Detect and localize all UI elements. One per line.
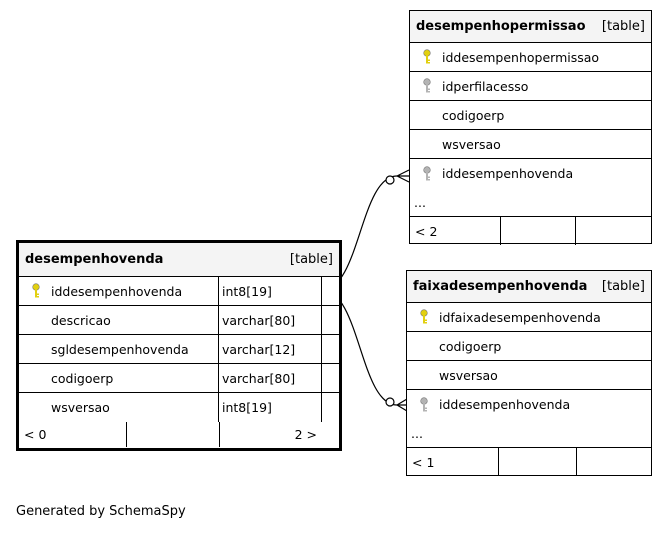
table-header: faixadesempenhovenda [table] <box>407 271 651 303</box>
foreign-key-icon <box>418 165 436 182</box>
column-name: sgldesempenhovenda <box>51 341 189 357</box>
column-name: codigoerp <box>439 338 502 354</box>
column-extra <box>321 335 339 363</box>
column-cell: iddesempenhovenda <box>407 390 651 419</box>
column-type: int8[19] <box>218 277 321 305</box>
footer-blank <box>576 448 651 476</box>
parents-count[interactable]: < 1 <box>412 454 435 470</box>
footer-blank <box>500 217 575 245</box>
column-row[interactable]: idfaixadesempenhovenda <box>407 303 651 332</box>
column-row[interactable]: sgldesempenhovenda varchar[12] <box>19 335 339 364</box>
column-name: descricao <box>51 312 111 328</box>
key-icon <box>418 49 436 65</box>
column-row[interactable]: codigoerp <box>410 101 651 130</box>
column-cell: idfaixadesempenhovenda <box>407 303 651 331</box>
column-name: iddesempenhopermissao <box>442 49 600 65</box>
children-count[interactable]: 2 > <box>219 422 322 447</box>
column-cell: codigoerp <box>407 332 651 360</box>
table-kind: [table] <box>601 19 645 34</box>
table-footer: < 2 <box>410 217 651 245</box>
column-cell: codigoerp <box>19 364 218 392</box>
table-name[interactable]: desempenhovenda <box>25 252 164 267</box>
column-cell: iddesempenhovenda <box>19 277 218 305</box>
column-name: codigoerp <box>442 107 505 123</box>
column-row[interactable]: wsversao int8[19] <box>19 393 339 422</box>
parents-count[interactable]: < 0 <box>24 427 47 442</box>
footer-blank <box>498 448 576 476</box>
column-name: wsversao <box>439 367 498 383</box>
column-row[interactable]: iddesempenhovenda <box>407 390 651 419</box>
column-cell: codigoerp <box>410 101 651 129</box>
table-name[interactable]: faixadesempenhovenda <box>413 279 588 294</box>
column-name: wsversao <box>51 400 110 415</box>
relationship-end-circle <box>385 175 395 185</box>
column-row[interactable]: wsversao <box>410 130 651 159</box>
footer-blank <box>126 422 219 447</box>
column-cell: descricao <box>19 306 218 334</box>
column-name: iddesempenhovenda <box>439 397 571 412</box>
table-header: desempenhopermissao [table] <box>410 11 651 43</box>
foreign-key-icon <box>418 78 436 94</box>
column-name: wsversao <box>442 136 501 152</box>
table-name[interactable]: desempenhopermissao <box>416 19 586 34</box>
column-extra <box>321 364 339 392</box>
ellipsis-row: ... <box>410 188 651 217</box>
column-type: varchar[80] <box>218 364 321 392</box>
table-footer: < 0 2 > <box>19 422 339 447</box>
foreign-key-icon <box>415 396 433 413</box>
table-kind: [table] <box>601 279 645 294</box>
table-header: desempenhovenda [table] <box>19 243 339 277</box>
column-row[interactable]: iddesempenhovenda int8[19] <box>19 277 339 306</box>
table-footer: < 1 <box>407 448 651 476</box>
column-type: varchar[12] <box>218 335 321 363</box>
generated-by-label: Generated by SchemaSpy <box>16 504 186 519</box>
column-row[interactable]: iddesempenhovenda <box>410 159 651 188</box>
column-row[interactable]: iddesempenhopermissao <box>410 43 651 72</box>
table-faixadesempenhovenda[interactable]: faixadesempenhovenda [table] idfaixadese… <box>406 270 652 476</box>
column-cell: iddesempenhopermissao <box>410 43 651 71</box>
relationship-crowfoot <box>396 169 410 183</box>
column-name: idfaixadesempenhovenda <box>439 309 601 325</box>
column-row[interactable]: descricao varchar[80] <box>19 306 339 335</box>
column-cell: sgldesempenhovenda <box>19 335 218 363</box>
column-row[interactable]: idperfilacesso <box>410 72 651 101</box>
parents-count[interactable]: < 2 <box>415 223 438 239</box>
ellipsis: ... <box>414 194 426 210</box>
column-extra <box>321 393 339 422</box>
ellipsis: ... <box>411 425 423 441</box>
footer-blank <box>575 217 651 245</box>
column-cell: wsversao <box>407 361 651 389</box>
column-name: idperfilacesso <box>442 78 529 94</box>
relationship-end-circle <box>385 397 395 407</box>
column-row[interactable]: codigoerp varchar[80] <box>19 364 339 393</box>
column-name: codigoerp <box>51 370 114 386</box>
column-name: iddesempenhovenda <box>51 283 183 299</box>
column-type: varchar[80] <box>218 306 321 334</box>
key-icon <box>27 283 45 299</box>
column-cell: wsversao <box>19 393 218 422</box>
column-extra <box>321 277 339 305</box>
column-cell: iddesempenhovenda <box>410 159 651 188</box>
table-kind: [table] <box>289 252 333 267</box>
table-desempenhopermissao[interactable]: desempenhopermissao [table] iddesempenho… <box>409 10 652 245</box>
column-type: int8[19] <box>218 393 321 422</box>
column-row[interactable]: codigoerp <box>407 332 651 361</box>
column-cell: idperfilacesso <box>410 72 651 100</box>
column-extra <box>321 306 339 334</box>
relationship-crowfoot <box>396 398 408 412</box>
column-name: iddesempenhovenda <box>442 166 574 181</box>
column-cell: wsversao <box>410 130 651 158</box>
ellipsis-row: ... <box>407 419 651 448</box>
key-icon <box>415 309 433 325</box>
table-desempenhovenda[interactable]: desempenhovenda [table] iddesempenhovend… <box>16 240 342 451</box>
column-row[interactable]: wsversao <box>407 361 651 390</box>
